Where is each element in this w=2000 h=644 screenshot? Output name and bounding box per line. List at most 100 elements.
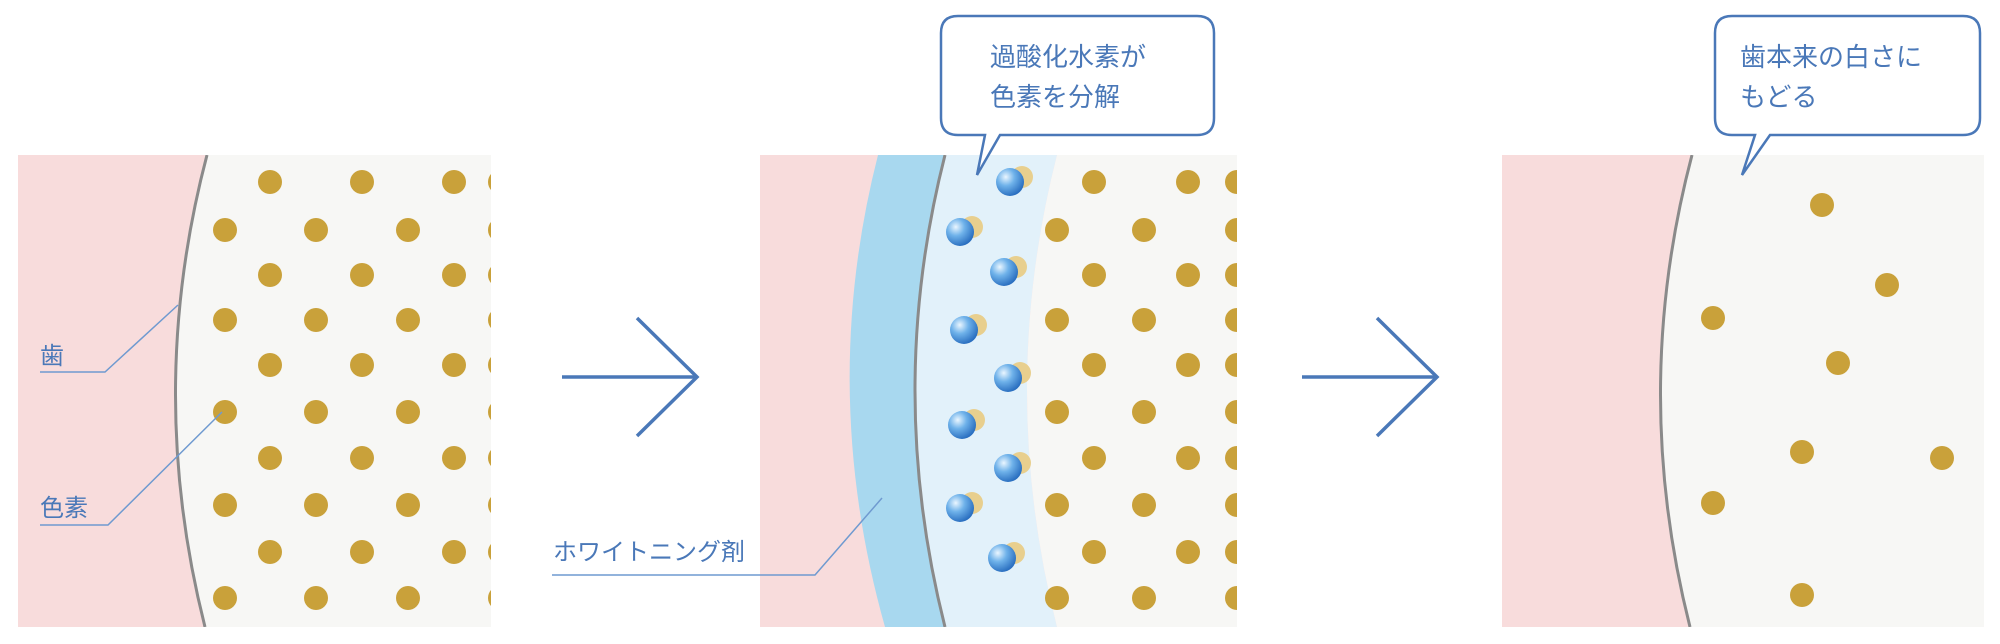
tooth-surface-line: [913, 155, 947, 627]
pigment-dot: [488, 544, 491, 560]
speech-bubble-decompose: 過酸化水素が 色素を分解: [939, 14, 1216, 176]
whitening-agent-leader-line: [552, 497, 883, 576]
pigment-dot: [258, 170, 282, 194]
pigment-dot: [1225, 170, 1237, 194]
pigment-dot: [1045, 218, 1069, 242]
pigment-dot: [350, 353, 374, 377]
pigment-dot: [1045, 493, 1069, 517]
pigment-dot: [350, 170, 374, 194]
pigment-dot: [1875, 273, 1899, 297]
bubble-text-line1: 歯本来の白さに: [1740, 43, 1922, 73]
pigment-dot: [1082, 263, 1106, 287]
pigment-dot: [442, 540, 466, 564]
pigment-dot: [304, 493, 328, 517]
peroxide-bead: [990, 258, 1018, 286]
pigment-dot: [488, 497, 491, 513]
pigment-dots: [213, 170, 491, 610]
arrow-right-1: [562, 316, 700, 438]
panel-after: 歯本来の白さに もどる: [1502, 14, 1984, 627]
peroxide-bead: [994, 454, 1022, 482]
pigment-dot: [258, 263, 282, 287]
pigment-dot: [213, 218, 237, 242]
pigment-dot: [1132, 308, 1156, 332]
pigment-dot: [350, 446, 374, 470]
panel-during: ホワイトニング剤 過酸化水素が 色素を分解: [552, 14, 1237, 627]
pigment-dot: [1132, 493, 1156, 517]
pigment-dot: [1225, 353, 1237, 377]
bubble-text-line2: 色素を分解: [990, 83, 1120, 113]
pigment-dot: [1225, 218, 1237, 242]
tooth-leader-line: [40, 304, 179, 373]
pigment-dot: [304, 586, 328, 610]
pigment-dot: [1132, 586, 1156, 610]
tooth-surface-line: [174, 155, 209, 627]
tooth-label: 歯: [40, 342, 64, 370]
pigment-dot: [396, 400, 420, 424]
pigment-dot: [1045, 400, 1069, 424]
pigment-dot: [1225, 586, 1237, 610]
bubble-text-line2: もどる: [1740, 83, 1817, 113]
arrow-right-2: [1302, 316, 1440, 438]
panel-before: 歯 色素: [18, 155, 491, 627]
speech-bubble-restore: 歯本来の白さに もどる: [1713, 14, 1982, 176]
pigment-dot: [1701, 306, 1725, 330]
pigment-dot: [1045, 586, 1069, 610]
pigment-dot: [488, 222, 491, 238]
pigment-dot: [1810, 193, 1834, 217]
pigment-dot: [1176, 170, 1200, 194]
pigment-dot: [488, 404, 491, 420]
peroxide-bead: [948, 411, 976, 439]
remaining-pigment-dots: [1701, 193, 1954, 607]
pigment-dot: [1132, 218, 1156, 242]
tooth-surface-line: [1659, 155, 1694, 627]
pigment-dot: [396, 218, 420, 242]
pigment-dot: [258, 446, 282, 470]
pigment-dot: [1790, 583, 1814, 607]
pigment-dot: [1132, 400, 1156, 424]
pigment-dot: [350, 263, 374, 287]
peroxide-bead: [950, 316, 978, 344]
pigment-dot: [1225, 493, 1237, 517]
pigment-dot: [304, 308, 328, 332]
pigment-dot: [1176, 263, 1200, 287]
pigment-dot: [1176, 353, 1200, 377]
pigment-dot: [442, 353, 466, 377]
pigment-dot: [1082, 353, 1106, 377]
pigment-dot: [213, 400, 237, 424]
pigment-dot: [488, 267, 491, 283]
pigment-dot: [1790, 440, 1814, 464]
pigment-dot: [258, 540, 282, 564]
pigment-dot: [1082, 446, 1106, 470]
pigment-dot: [1701, 491, 1725, 515]
pigment-dot: [442, 263, 466, 287]
pigment-dot: [488, 357, 491, 373]
peroxide-bead: [946, 218, 974, 246]
pigment-dot: [213, 308, 237, 332]
pigment-dot: [258, 353, 282, 377]
pigment-dot: [1082, 170, 1106, 194]
peroxide-bead: [996, 168, 1024, 196]
peroxide-bead: [988, 544, 1016, 572]
pigment-dot: [1225, 308, 1237, 332]
peroxide-molecules: [946, 168, 1024, 572]
pigment-dot: [396, 493, 420, 517]
pigment-dot: [396, 586, 420, 610]
pigment-dot: [213, 493, 237, 517]
pigment-label: 色素: [40, 494, 88, 522]
pigment-dot: [1045, 308, 1069, 332]
pigment-dot: [1225, 446, 1237, 470]
pigment-dot: [1225, 263, 1237, 287]
pigment-dot: [1930, 446, 1954, 470]
pigment-dot: [1225, 400, 1237, 424]
whitening-agent-label: ホワイトニング剤: [553, 538, 745, 566]
peroxide-bead: [994, 364, 1022, 392]
pigment-dot: [1176, 446, 1200, 470]
pigment-dot: [1225, 540, 1237, 564]
pigment-dot: [350, 540, 374, 564]
pigment-dot: [488, 450, 491, 466]
enamel-area: [1660, 155, 1984, 627]
pigment-dot: [488, 174, 491, 190]
pigment-dot: [304, 218, 328, 242]
pigment-dot: [1176, 540, 1200, 564]
